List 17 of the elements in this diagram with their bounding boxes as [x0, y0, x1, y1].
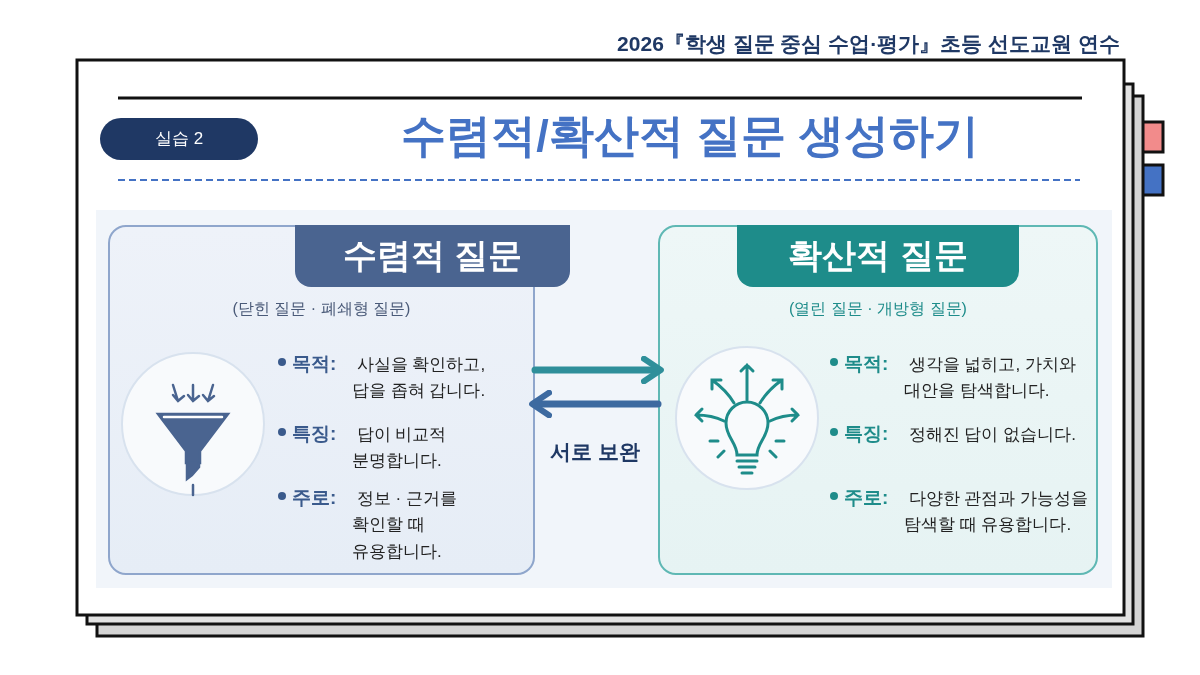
arrow [529, 389, 662, 419]
question-card [658, 225, 1098, 575]
card-heading-tab: 확산적 질문 [737, 225, 1019, 287]
bullet-text: 주로: 다양한 관점과 가능성을 탐색할 때 유용합니다. [844, 486, 1090, 537]
card-subtitle: (열린 질문 · 개방형 질문) [788, 299, 968, 319]
header-text: 2026『학생 질문 중심 수업·평가』초등 선도교원 연수 [617, 31, 1120, 57]
card-subtitle: (닫힌 질문 · 폐쇄형 질문) [231, 299, 412, 319]
bullet-text: 주로: 정보 · 근거를 확인할 때 유용합니다. [292, 486, 458, 563]
bullet-text: 목적: 사실을 확인하고, 답을 좁혀 갑니다. [292, 352, 487, 403]
section-badge: 실습 2 [100, 118, 258, 160]
bullet-text: 특징: 정해진 답이 없습니다. [844, 422, 1077, 446]
bullet-text: 특징: 답이 비교적 분명합니다. [292, 422, 448, 473]
slide-title: 수렴적/확산적 질문 생성하기 [400, 109, 980, 163]
edge-note: 서로 보완 [549, 439, 641, 465]
arrow [531, 355, 664, 385]
card-heading-tab: 수렴적 질문 [295, 225, 570, 287]
bullet-text: 목적: 생각을 넓히고, 가치와 대안을 탐색합니다. [844, 352, 1077, 403]
